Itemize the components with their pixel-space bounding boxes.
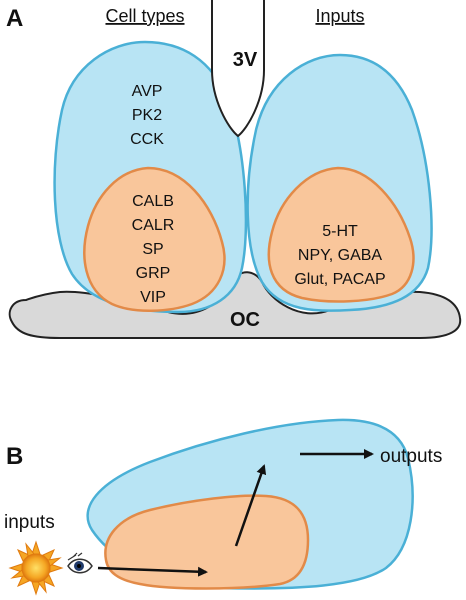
inputs-header: Inputs [315, 6, 364, 26]
core-cell-types: CALB CALR SP GRP VIP [132, 193, 175, 306]
shell-cell-type: PK2 [132, 107, 162, 124]
core-input: 5-HT [322, 223, 358, 240]
core-inputs: 5-HT NPY, GABA Glut, PACAP [294, 223, 385, 288]
cell-types-header: Cell types [105, 6, 184, 26]
chiasm-label: OC [230, 309, 260, 331]
outputs-label: outputs [380, 446, 442, 467]
shell-cell-type: AVP [132, 83, 163, 100]
ventricle-label: 3V [233, 49, 258, 71]
core-cell-type: CALB [132, 193, 174, 210]
core-cell-type: CALR [132, 217, 175, 234]
core-cell-type: VIP [140, 289, 166, 306]
eye-icon [67, 552, 93, 574]
panel-a: A Cell types Inputs OC 3V AVP PK2 CCK CA… [6, 0, 462, 339]
panel-b-label: B [6, 443, 23, 470]
left-scn-core [83, 166, 226, 312]
core-input: Glut, PACAP [294, 271, 385, 288]
input-arrow [97, 566, 208, 577]
core-cell-type: SP [142, 241, 163, 258]
core-input: NPY, GABA [298, 247, 383, 264]
sun-icon [8, 540, 64, 596]
panel-a-label: A [6, 5, 23, 32]
inputs-label: inputs [4, 512, 55, 533]
shell-cell-types: AVP PK2 CCK [130, 83, 164, 148]
panel-b: B [4, 418, 442, 596]
core-to-shell-arrow [234, 464, 267, 547]
right-scn-core [267, 166, 415, 303]
third-ventricle [211, 0, 265, 138]
scn-core-side [104, 494, 310, 590]
core-cell-type: GRP [136, 265, 171, 282]
shell-cell-type: CCK [130, 131, 164, 148]
